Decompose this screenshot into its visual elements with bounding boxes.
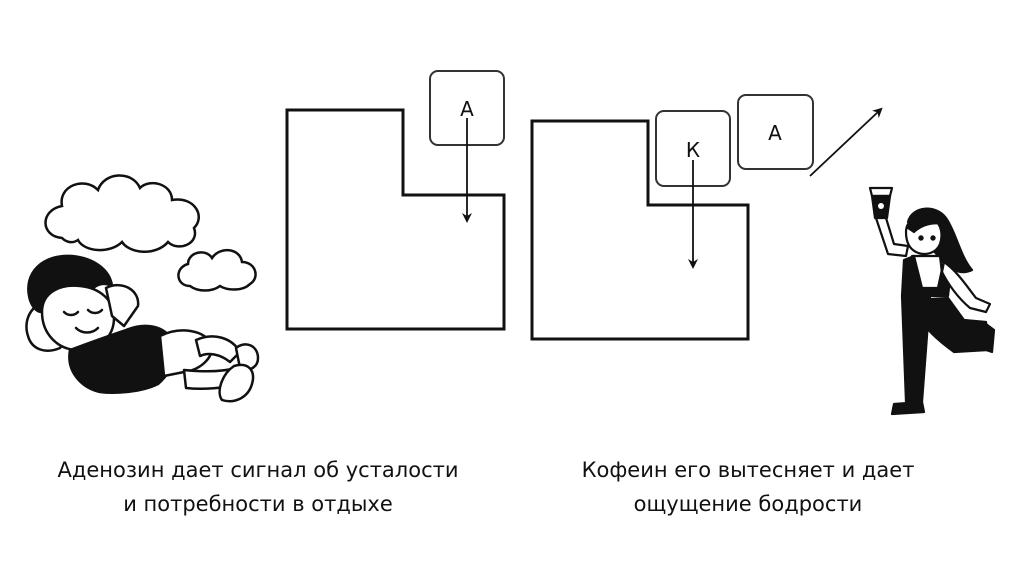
adenosine-block-displaced-label: А	[768, 121, 782, 145]
caption-adenosine-line1: Аденозин дает сигнал об усталости	[57, 458, 459, 482]
caption-caffeine-line2: ощущение бодрости	[633, 492, 863, 516]
sleeping-person-illustration	[25, 254, 260, 403]
caffeine-block: К	[655, 110, 731, 187]
energetic-woman-with-coffee-illustration	[868, 186, 996, 416]
caption-caffeine: Кофеин его вытесняет и дает ощущение бод…	[528, 453, 968, 521]
cloud-icon-small	[177, 249, 257, 292]
caption-adenosine-line2: и потребности в отдыхе	[123, 492, 393, 516]
adenosine-block-left-label: А	[460, 97, 474, 121]
cloud-icon-large	[44, 174, 200, 253]
receptor-shape-left	[285, 108, 506, 331]
caption-caffeine-line1: Кофеин его вытесняет и дает	[581, 458, 915, 482]
caption-adenosine: Аденозин дает сигнал об усталости и потр…	[38, 453, 478, 521]
coffee-cup-icon	[868, 186, 894, 220]
arrow-adenosine-displaced	[809, 107, 883, 177]
adenosine-block-displaced: А	[737, 94, 814, 170]
receptor-shape-right	[530, 119, 750, 341]
caffeine-block-label: К	[686, 138, 700, 162]
